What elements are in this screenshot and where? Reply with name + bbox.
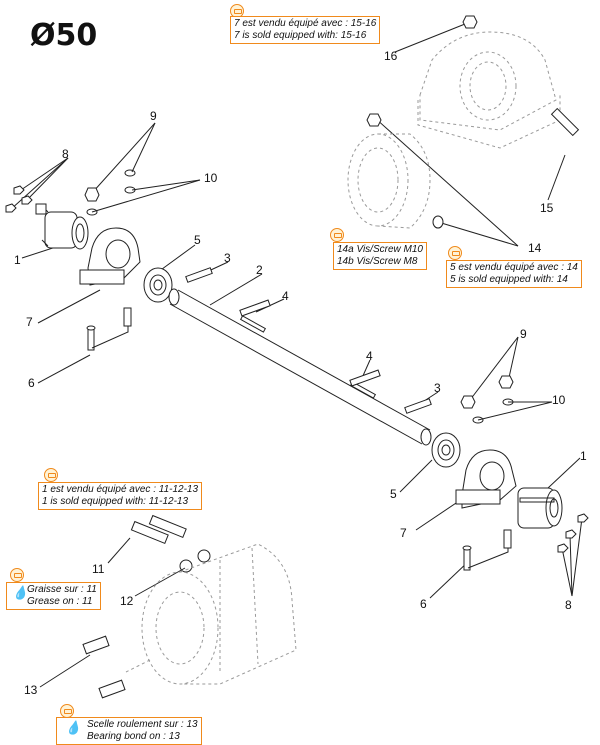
oil-can-icon	[230, 4, 244, 18]
oil-can-icon	[10, 568, 24, 582]
part-label-11: 11	[92, 562, 105, 576]
part-label-10: 10	[552, 393, 566, 407]
note-item-14: 5 est vendu équipé avec : 14 5 is sold e…	[446, 260, 582, 288]
note-line: Graisse sur : 11	[27, 584, 97, 595]
oil-can-icon	[448, 246, 462, 260]
part-label-6: 6	[28, 376, 35, 390]
part-label-10: 10	[204, 171, 218, 185]
part-label-1: 1	[14, 253, 21, 267]
note-item-16: 7 est vendu équipé avec : 15-16 7 is sol…	[230, 16, 381, 44]
part-label-15: 15	[540, 201, 554, 215]
part-label-8: 8	[565, 598, 572, 612]
part-label-8: 8	[62, 147, 69, 161]
part-label-13: 13	[24, 683, 38, 697]
note-line: 1 is sold equipped with: 11-12-13	[42, 496, 189, 507]
drop-icon: 💧	[12, 585, 29, 600]
part-label-4: 4	[282, 289, 289, 303]
part-label-3: 3	[434, 381, 441, 395]
note-line: 5 est vendu équipé avec : 14	[450, 262, 578, 273]
part-label-9: 9	[520, 327, 527, 341]
part-label-2: 2	[256, 263, 263, 277]
note-line: 5 is sold equipped with: 14	[450, 274, 568, 285]
page-title: Ø50	[30, 18, 98, 53]
part-label-5: 5	[390, 487, 397, 501]
drop-icon: 💧	[65, 720, 82, 735]
oil-can-icon	[60, 704, 74, 718]
part-label-7: 7	[26, 315, 33, 329]
part-label-1: 1	[580, 449, 587, 463]
part-label-12: 12	[120, 594, 134, 608]
oil-can-icon	[44, 468, 58, 482]
part-label-7: 7	[400, 526, 407, 540]
part-label-16: 16	[384, 49, 398, 63]
note-line: Scelle roulement sur : 13	[87, 719, 198, 730]
part-label-14: 14	[528, 241, 542, 255]
note-screws: 14a Vis/Screw M10 14b Vis/Screw M8	[333, 242, 427, 270]
note-item-1: 1 est vendu équipé avec : 11-12-13 1 is …	[38, 482, 203, 510]
part-label-6: 6	[420, 597, 427, 611]
part-label-4: 4	[366, 349, 373, 363]
note-bond: 💧 Scelle roulement sur : 13 Bearing bond…	[56, 717, 202, 745]
note-line: 7 est vendu équipé avec : 15-16	[234, 18, 377, 29]
part-label-5: 5	[194, 233, 201, 247]
note-grease: 💧 Graisse sur : 11 Grease on : 11	[6, 582, 101, 610]
note-line: Grease on : 11	[27, 596, 93, 607]
note-line: Bearing bond on : 13	[87, 731, 180, 742]
oil-can-icon	[330, 228, 344, 242]
part-label-3: 3	[224, 251, 231, 265]
note-line: 14b Vis/Screw M8	[337, 256, 418, 267]
part-label-9: 9	[150, 109, 157, 123]
note-line: 7 is sold equipped with: 15-16	[234, 30, 367, 41]
note-line: 14a Vis/Screw M10	[337, 244, 423, 255]
note-line: 1 est vendu équipé avec : 11-12-13	[42, 484, 199, 495]
